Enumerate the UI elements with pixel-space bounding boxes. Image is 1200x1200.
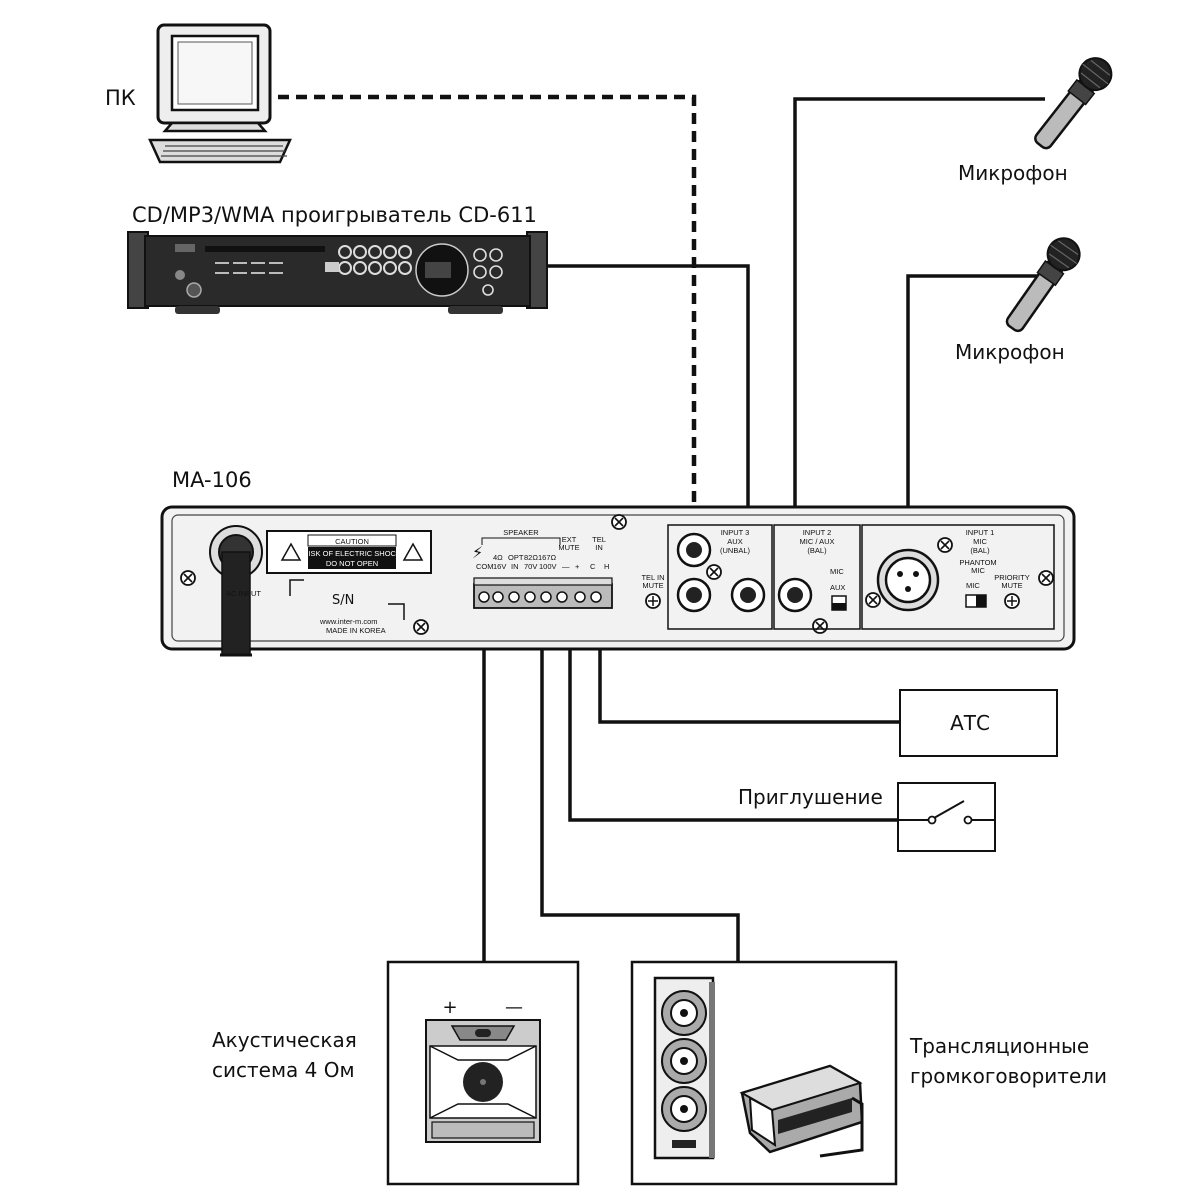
ac-power-cord [209,525,263,657]
speaker-4ohm-icon [425,1019,541,1143]
speaker-plus-label: + [442,997,457,1018]
speaker-com-tap: COM [476,562,494,571]
wires [278,94,1045,962]
pa-speakers-label-2: громкоговорители [910,1064,1107,1088]
input1-mic-switch-label: MIC [966,581,980,590]
speaker-82ohm-tap: 82Ω [524,553,538,562]
input3-label: INPUT 3 [721,528,750,537]
cd-cable [545,264,750,595]
amplifier-rear-panel: AC INPUT CAUTION RISK OF ELECTRIC SHOCK … [160,505,1076,657]
tel-in-mute-label: TEL IN [641,573,664,582]
speaker-terminal-block [473,577,613,609]
speaker-opt-tap: OPT [508,553,524,562]
tel-c-label: C [590,562,596,571]
tel-in-label: TEL [592,535,606,544]
mic-1-label: Микрофон [958,161,1068,185]
speaker-100v-tap: 100V [539,562,557,571]
caution-title: CAUTION [335,537,369,546]
speaker-70v-tap: 70V [524,562,537,571]
input2-aux-switch-label: AUX [830,583,845,592]
cd-player-icon [127,231,548,314]
speaker-in-tap: IN [511,562,519,571]
caution-plate [266,530,432,574]
speaker-4ohm-label-2: система 4 Ом [212,1058,355,1082]
input1-xlr-jack [876,548,940,612]
input2-section [773,524,861,630]
input3-sub-2: (UNBAL) [720,546,751,555]
mute-cable [568,605,930,822]
website-label: www.inter-m.com [319,617,378,626]
amp-model-label: MA-106 [172,468,252,492]
pc-icon [148,23,292,164]
caution-line-2: DO NOT OPEN [326,559,378,568]
input2-label: INPUT 2 [803,528,832,537]
pbx-box [899,689,1058,757]
mute-switch-box [897,782,996,852]
pc-cable [278,94,697,540]
input1-sub: MIC [973,537,987,546]
speaker-4ohm-tap: 4Ω [493,553,503,562]
pbx-label: АТС [950,711,990,735]
tel-h-label: H [604,562,609,571]
tel-in-label-2: IN [595,543,603,552]
input1-sub-2: (BAL) [970,546,990,555]
speaker-167ohm-tap: 167Ω [538,553,557,562]
priority-label-2: MUTE [1001,581,1022,590]
mic2-cable [906,274,1045,570]
speaker-header: SPEAKER [503,528,539,537]
pa-speakers-label-1: Трансляционные [909,1034,1089,1058]
pc-label: ПК [105,86,136,110]
ext-mute-label-2: MUTE [558,543,579,552]
speaker-16v-tap: 16V [493,562,506,571]
mute-label: Приглушение [738,785,883,809]
input3-rca-jacks [676,532,766,613]
input2-sub-2: (BAL) [807,546,827,555]
made-in-label: MADE IN KOREA [326,626,386,635]
mic-1-icon [1034,57,1113,150]
cd-player-label: CD/MP3/WMA проигрыватель CD-611 [132,203,537,227]
input2-sub: MIC / AUX [799,537,834,546]
phantom-label: PHANTOM [959,558,996,567]
ext-mute-minus: — [562,562,570,571]
input1-section [861,524,1055,630]
phantom-label-2: MIC [971,566,985,575]
speaker-minus-label: — [505,997,523,1018]
ac-input-label: AC INPUT [226,589,261,598]
serial-label: S/N [332,593,354,608]
pa-cable [540,648,740,962]
priority-label: PRIORITY [994,573,1029,582]
input2-mic-switch-label: MIC [830,567,844,576]
ext-mute-label: EXT [562,535,577,544]
column-speaker-icon [653,976,715,1160]
mic1-cable [793,97,1045,595]
ext-mute-plus: + [575,562,580,571]
caution-line-1: RISK OF ELECTRIC SHOCK [303,549,401,558]
input3-section [667,524,773,630]
tel-in-mute-label-2: MUTE [642,581,663,590]
speaker-4ohm-label-1: Акустическая [212,1028,357,1052]
horn-speaker-icon [739,1064,864,1158]
input3-sub: AUX [727,537,742,546]
hv-warning-icon: ⚡ [472,543,483,562]
mic-2-label: Микрофон [955,340,1065,364]
input1-label: INPUT 1 [966,528,995,537]
mic-2-icon [1005,237,1081,333]
